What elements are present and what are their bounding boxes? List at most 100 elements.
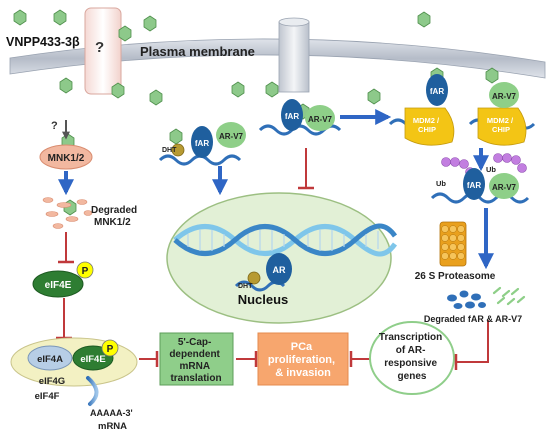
eif4g-label: eIF4G	[39, 376, 65, 387]
transcription-line-1: Transcription	[379, 332, 442, 343]
membrane-label: Plasma membrane	[140, 44, 255, 59]
ubiquitin	[450, 157, 460, 167]
unknown-receptor-label: ?	[95, 39, 104, 56]
ub-far-node	[463, 168, 485, 200]
proteasome-label: 26 S Proteasome	[415, 271, 496, 282]
cap-translation-label: 5'-Cap- dependent mRNA translation	[169, 337, 222, 384]
ar-complex-dht: DHT fAR AR-V7	[158, 122, 246, 166]
mdm2-far-label: fAR	[430, 87, 444, 96]
drug-hexagon	[13, 9, 27, 26]
drug-hexagon	[231, 81, 245, 98]
ubiquitin	[517, 163, 527, 173]
degraded-mnk-fragments	[42, 197, 93, 229]
eif4f-label: eIF4F	[35, 391, 60, 402]
far-node	[191, 126, 213, 158]
transcription-label: Transcription of AR- responsive genes	[379, 332, 445, 382]
arv7-label: AR-V7	[219, 132, 244, 141]
ub-arv7-node	[489, 173, 519, 199]
drug-hexagon	[169, 128, 183, 145]
mdm2-label: MDM2 / CHIP	[413, 116, 441, 134]
cap-line-1: 5'-Cap-	[178, 337, 212, 348]
drug-hexagon	[417, 11, 431, 28]
mdm2-arv7-node	[489, 82, 519, 108]
drug-label: VNPP433-3β	[6, 35, 80, 49]
nucleus-label: Nucleus	[238, 292, 289, 307]
eif4f-complex: eIF4A eIF4E P eIF4G eIF4F	[10, 337, 138, 402]
drug-hexagon	[143, 15, 157, 32]
eif4f-phospho-label: P	[107, 344, 114, 355]
unknown-receptor: ?	[84, 7, 122, 95]
mdm2-arv7-label: AR-V7	[492, 92, 517, 101]
phospho-badge	[76, 261, 94, 279]
cap-line-3: mRNA	[180, 361, 210, 372]
mdm2-shape	[404, 107, 455, 146]
arv7-node-2	[305, 105, 335, 131]
ub-far-label: fAR	[467, 181, 481, 190]
cap-line-4: translation	[170, 373, 221, 384]
ub-arv7-label: AR-V7	[492, 183, 517, 192]
pca-box	[257, 332, 349, 386]
nuclear-ar-node	[266, 253, 292, 285]
degraded-ar-fragments	[447, 286, 526, 309]
pca-line-1: PCa	[291, 341, 313, 353]
drug-hexagon	[59, 77, 73, 94]
ubiquitin	[459, 159, 469, 169]
mrna-strand	[86, 376, 99, 406]
ubiquitin	[441, 157, 451, 167]
mrna-tail-label: AAAAA-3'	[90, 408, 133, 418]
far-node-2	[281, 99, 303, 131]
mrna-label: mRNA	[98, 421, 127, 432]
drug-hexagon	[149, 89, 163, 106]
eif4a-node	[27, 345, 73, 371]
transcription-line-2: of AR-	[396, 345, 426, 356]
arv7-label-2: AR-V7	[308, 115, 333, 124]
dht-label: DHT	[162, 147, 177, 154]
membrane-channel	[278, 17, 310, 93]
transcription-line-4: genes	[398, 371, 427, 382]
pca-line-3: & invasion	[275, 367, 331, 379]
mdm2-far-node	[426, 74, 448, 106]
mdm2-2-line-1: MDM2 /	[487, 116, 514, 125]
pca-line-2: proliferation,	[268, 354, 335, 366]
mdm2-complex-2: MDM2 / CHIP AR-V7	[468, 82, 536, 146]
nuclear-ar-label: AR	[273, 265, 286, 275]
ub-label-2: Ub	[486, 165, 496, 174]
mnk-label: MNK1/2	[48, 153, 85, 164]
drug-hexagon	[367, 88, 381, 105]
ub-label: Ub	[436, 179, 446, 188]
drug-hexagon	[485, 67, 499, 84]
ubiquitin-chain	[441, 153, 527, 177]
eif4f-phospho-badge	[101, 339, 119, 357]
degraded-mnk-label: Degraded MNK1/2	[91, 205, 140, 228]
arv7-node	[216, 122, 246, 148]
drug-hexagon	[118, 25, 132, 42]
ubiquitinated-complex: Ub Ub fAR AR-V7	[430, 153, 530, 204]
drug-hexagon	[53, 9, 67, 26]
mdm2-2-line-2: CHIP	[492, 125, 510, 134]
plasma-membrane	[9, 38, 546, 79]
mdm2-complex-1: MDM2 / CHIP fAR	[388, 74, 455, 146]
eif4e-label: eIF4E	[45, 280, 72, 291]
ubiquitin	[511, 155, 521, 165]
phospho-label: P	[82, 266, 89, 277]
far-label: fAR	[195, 139, 209, 148]
degraded-mnk-line-1: Degraded	[91, 205, 137, 216]
proteasome	[439, 221, 467, 267]
dna-helix	[173, 223, 398, 257]
degraded-ar-label: Degraded fAR & AR-V7	[424, 314, 522, 324]
nuclear-dht-ball	[247, 271, 261, 285]
eif4f-eif4e-label: eIF4E	[80, 354, 105, 365]
unknown-pathway-label: ?	[51, 120, 58, 132]
ubiquitin	[502, 153, 512, 163]
pca-label: PCa proliferation, & invasion	[268, 341, 338, 379]
transcription-line-3: responsive	[384, 358, 437, 369]
mdm2-line-2: CHIP	[418, 125, 436, 134]
drug-hexagon	[111, 82, 125, 99]
eif4e-node	[32, 270, 84, 298]
eif4a-label: eIF4A	[37, 354, 63, 365]
mdm2-shape-2	[477, 107, 527, 146]
mdm2-label-2: MDM2 / CHIP	[487, 116, 515, 134]
ubiquitin	[493, 153, 503, 163]
